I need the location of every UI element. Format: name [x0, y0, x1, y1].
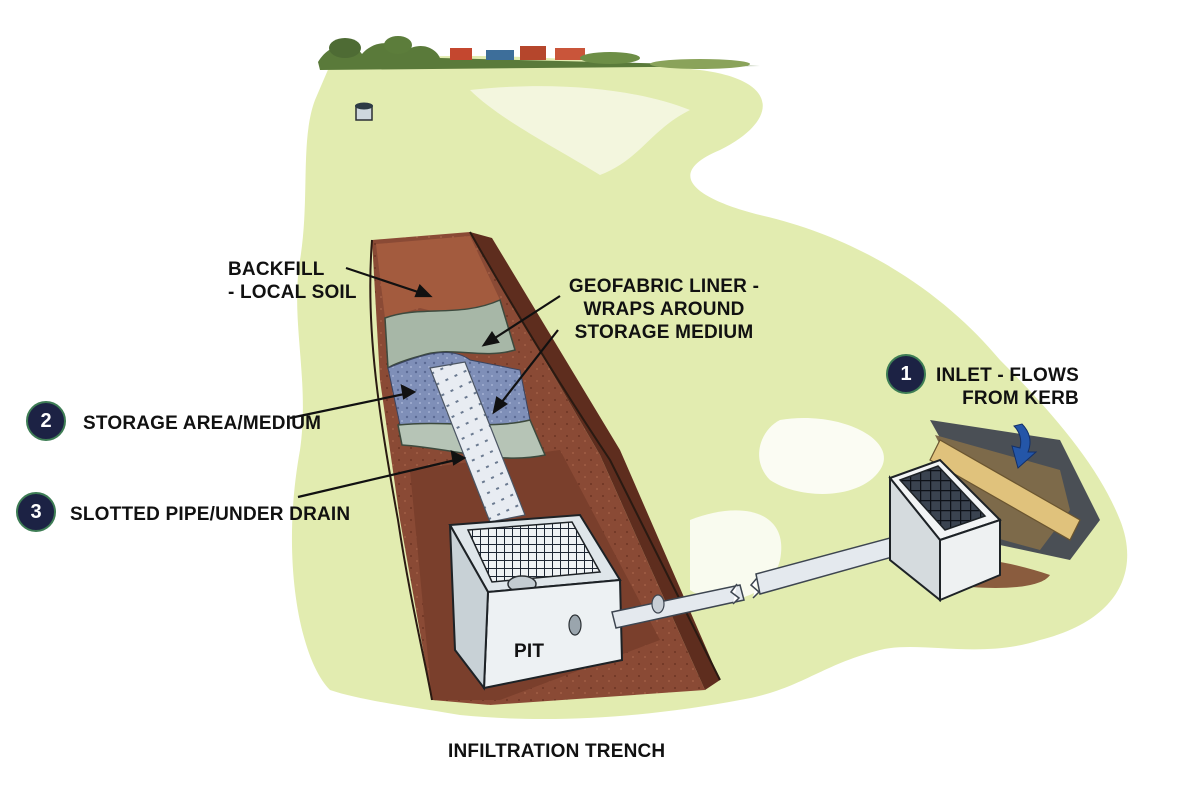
inlet-label-line1: INLET - FLOWS: [936, 365, 1079, 386]
distant-houses-and-trees: [318, 36, 760, 70]
inspection-cap: [355, 102, 373, 121]
badge-3: 3: [16, 492, 56, 532]
pit-box: [448, 513, 624, 691]
backfill-label: BACKFILL - LOCAL SOIL: [228, 258, 357, 304]
backfill-arrowhead: [414, 284, 433, 298]
badge-2: 2: [26, 401, 66, 441]
slotted-pipe-label: SLOTTED PIPE/UNDER DRAIN: [70, 504, 351, 525]
backfill-label-line1: BACKFILL: [228, 259, 325, 280]
storage-label: STORAGE AREA/MEDIUM: [83, 413, 322, 434]
geofabric-arrowhead-upper: [481, 331, 500, 347]
pit-label: PIT: [514, 641, 545, 662]
geofabric-label-line2: WRAPS AROUND: [583, 299, 745, 320]
inlet-label: INLET - FLOWS FROM KERB: [936, 364, 1079, 410]
diagram-title: INFILTRATION TRENCH: [448, 741, 666, 762]
inlet-pit: [888, 420, 1100, 603]
badge-1: 1: [886, 354, 926, 394]
inlet-label-line2: FROM KERB: [962, 388, 1079, 409]
pipe-arrowhead: [450, 450, 467, 466]
backfill-label-line2: - LOCAL SOIL: [228, 282, 357, 303]
storage-leader: [289, 390, 415, 420]
connecting-pipe: [611, 533, 911, 629]
backfill-leader: [345, 266, 431, 298]
geofabric-label-line1: GEOFABRIC LINER -: [568, 276, 760, 297]
geofabric-arrowhead-lower: [492, 396, 508, 415]
pipe-leader: [297, 456, 465, 499]
geofabric-leader-upper: [483, 295, 561, 346]
geofabric-label: GEOFABRIC LINER - WRAPS AROUND STORAGE M…: [558, 275, 770, 344]
flow-arrow-icon: [1011, 423, 1038, 469]
geofabric-leader-lower: [493, 329, 559, 413]
leader-lines: [289, 266, 561, 499]
geofabric-label-line3: STORAGE MEDIUM: [574, 322, 754, 343]
storage-arrowhead: [400, 384, 417, 400]
